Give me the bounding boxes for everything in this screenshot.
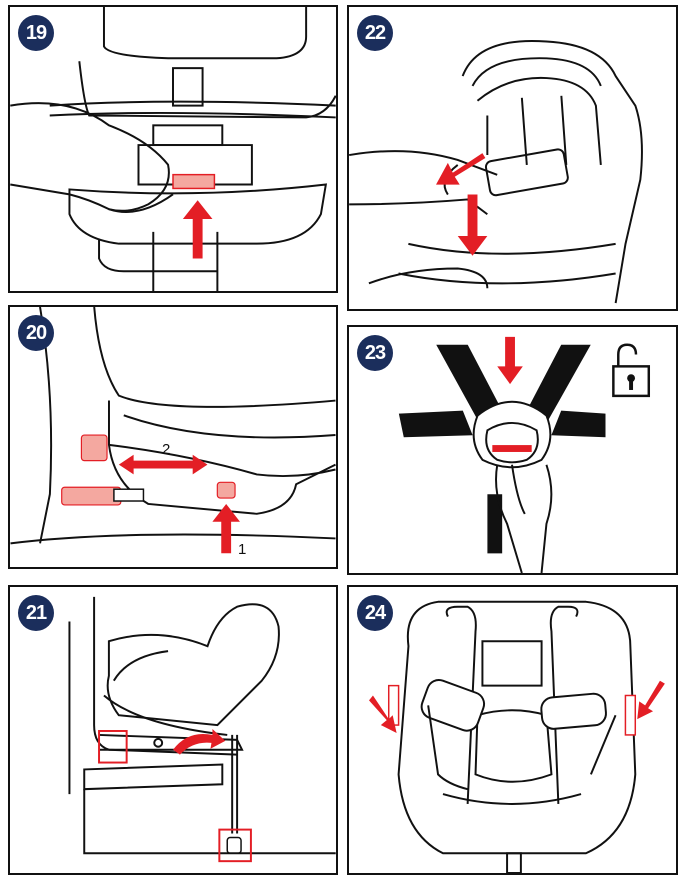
release-button-highlight: [492, 445, 532, 452]
side-release-highlight-right: [624, 694, 637, 736]
isofix-connector-lower: [61, 486, 122, 506]
isofix-highlight-box: [98, 730, 128, 764]
step-24-panel: 24: [347, 585, 678, 875]
step-number-badge: 21: [18, 595, 54, 631]
step-21-illustration: [68, 596, 336, 863]
step-label-2: 2: [162, 441, 171, 458]
up-arrow: [212, 503, 240, 554]
down-right-arrow: [369, 695, 397, 733]
step-number-badge: 19: [18, 15, 54, 51]
step-22-panel: 22: [347, 5, 678, 311]
release-button-highlight: [216, 481, 236, 499]
step-20-panel: 20 2 1: [8, 305, 338, 569]
up-arrow: [182, 200, 213, 259]
double-arrow: [118, 454, 208, 475]
step-number-badge: 22: [357, 15, 393, 51]
step-22-illustration: [349, 40, 643, 304]
down-arrow: [497, 336, 523, 385]
step-21-panel: 21: [8, 585, 338, 875]
unlock-icon: [612, 343, 651, 398]
step-19-panel: 19: [8, 5, 338, 293]
down-left-arrow: [637, 680, 665, 720]
release-button-highlight: [172, 173, 216, 190]
support-leg-highlight-box: [218, 828, 252, 863]
step-23-illustration: [398, 336, 651, 573]
step-24-illustration: [369, 600, 665, 873]
left-arrow: [436, 153, 486, 185]
step-23-panel: 23: [347, 325, 678, 575]
step-label-1: 1: [238, 541, 247, 558]
step-19-illustration: [10, 7, 336, 291]
step-number-badge: 20: [18, 315, 54, 351]
step-number-badge: 23: [357, 335, 393, 371]
down-arrow: [457, 194, 488, 256]
step-20-illustration: [10, 307, 336, 554]
step-number-badge: 24: [357, 595, 393, 631]
rotate-arrow: [173, 729, 226, 755]
isofix-connector-upper: [80, 434, 108, 462]
